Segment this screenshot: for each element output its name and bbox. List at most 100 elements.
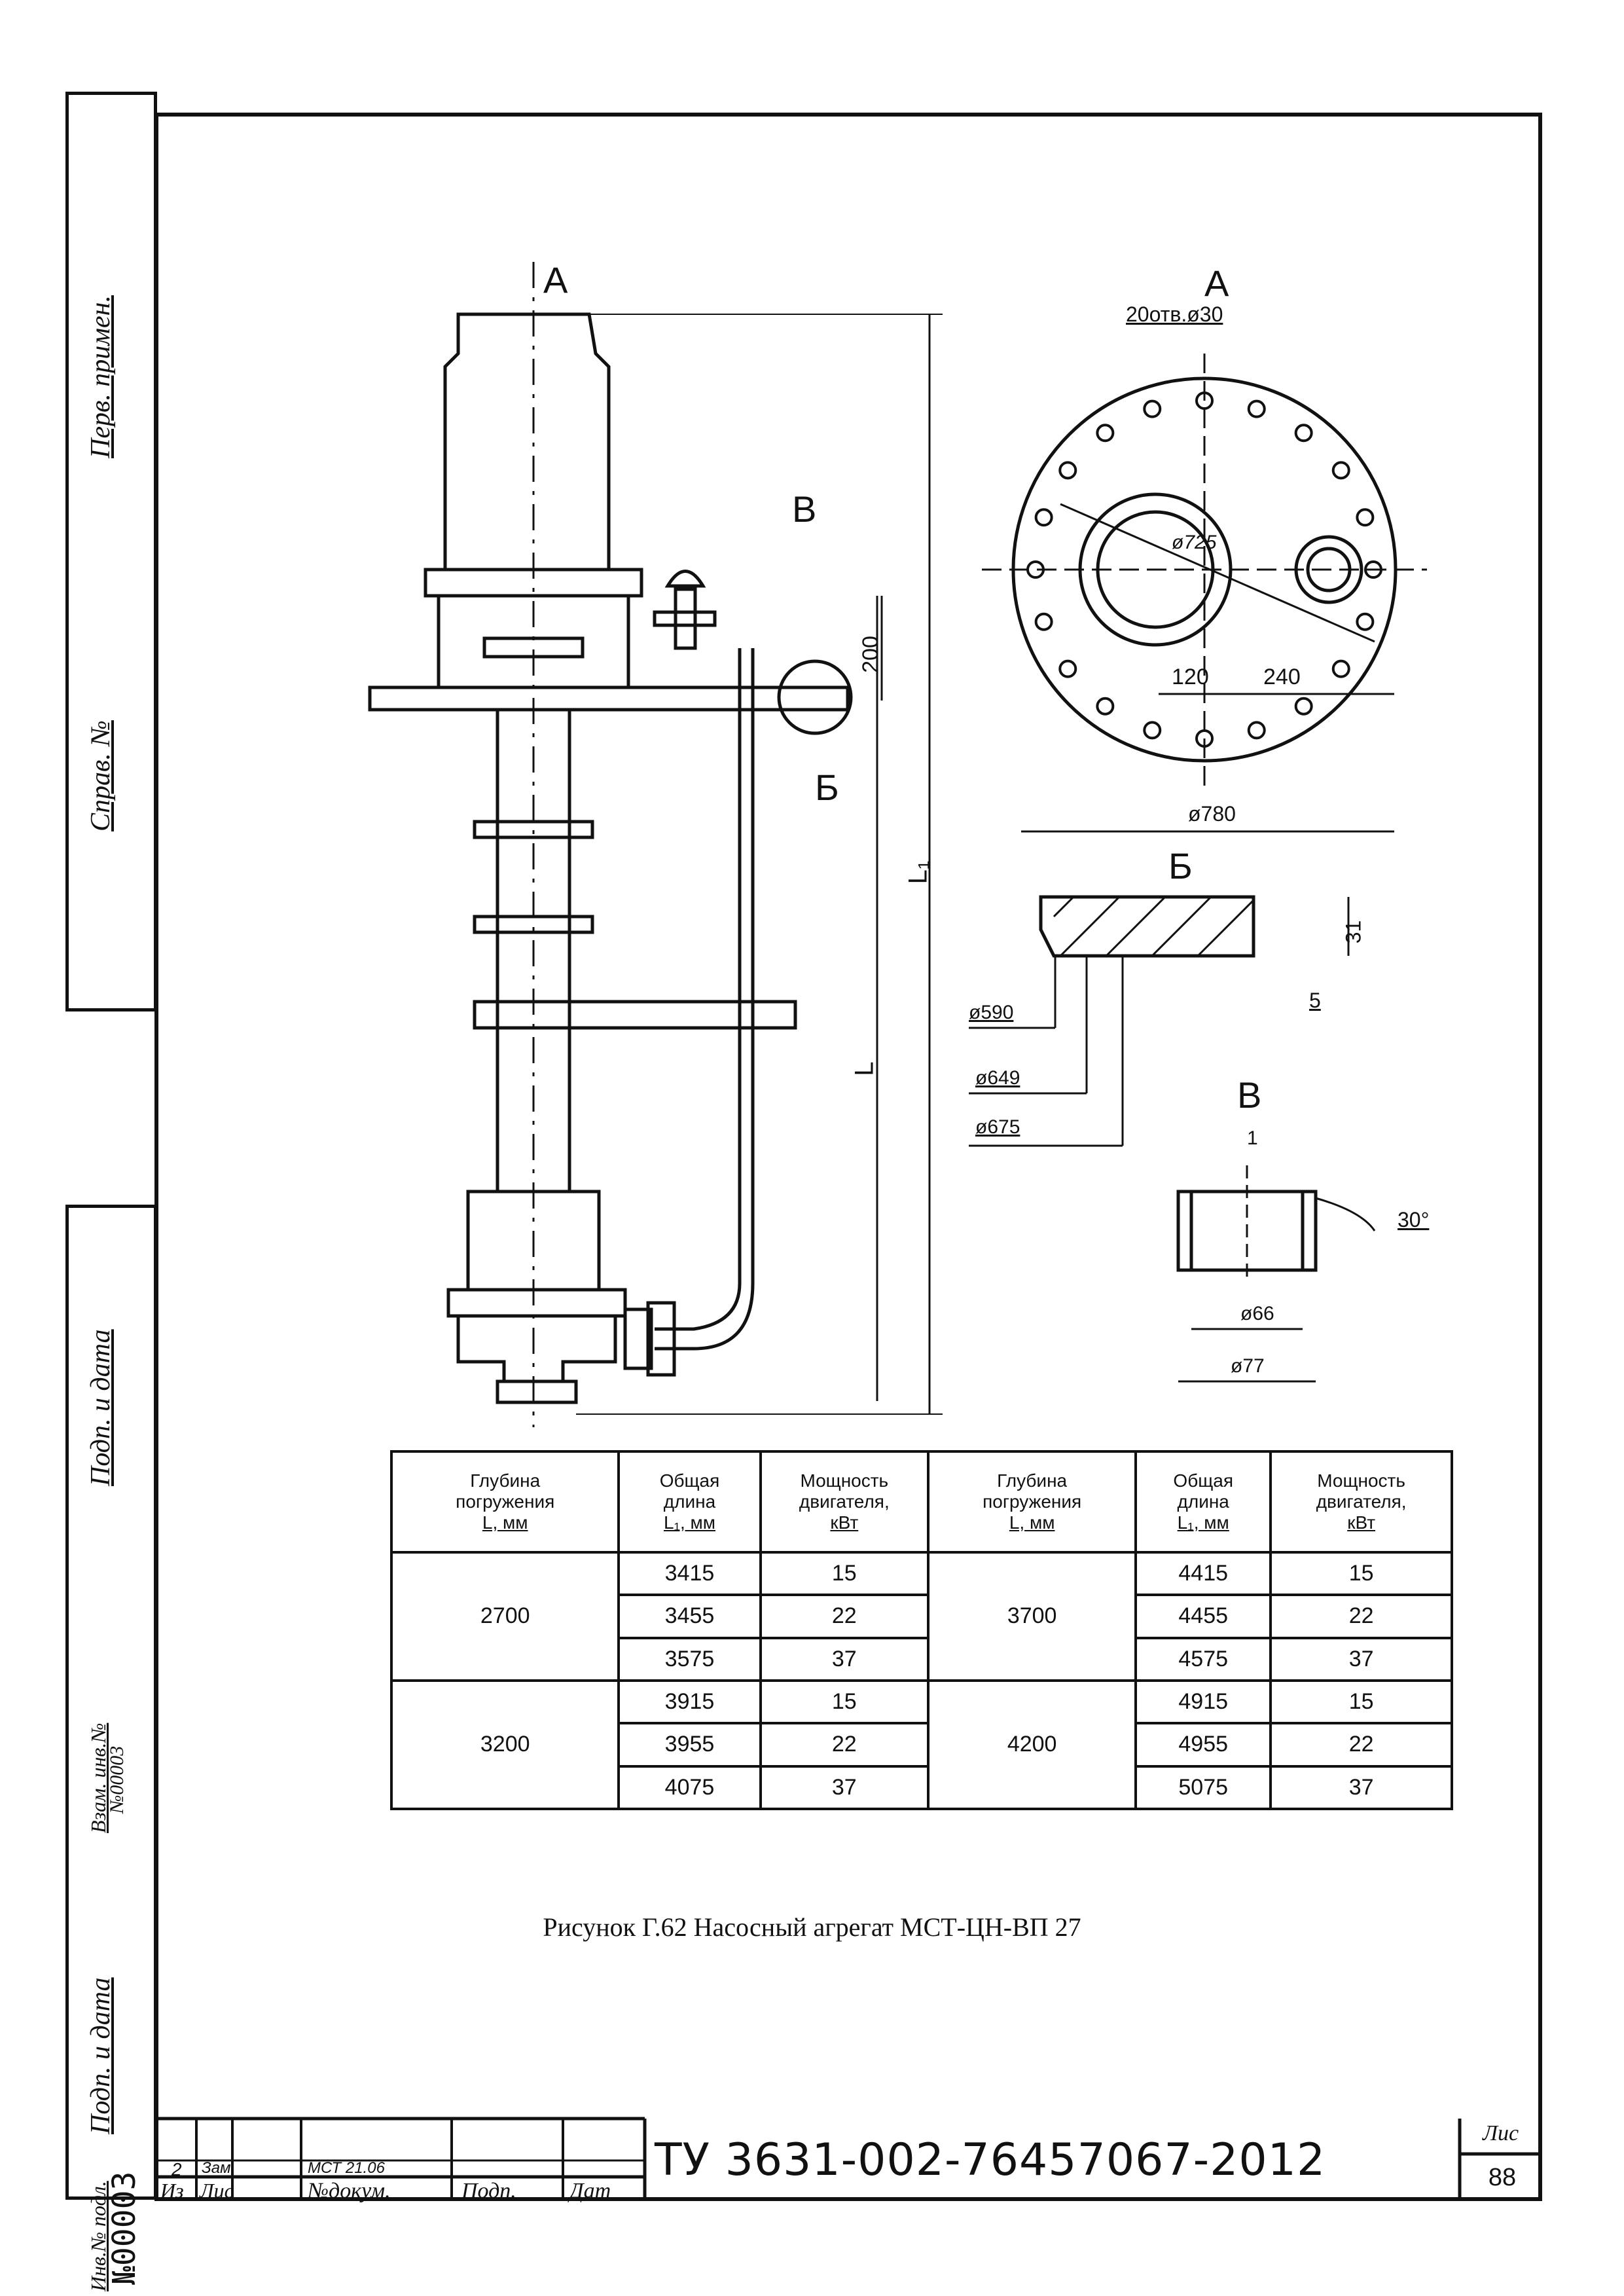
bolt-hole (1034, 612, 1053, 631)
dim-200-label: 200 (857, 636, 883, 673)
power-cell: 22 (1269, 1722, 1453, 1768)
callout-v-label: В (792, 488, 817, 530)
length-cell: 4455 (1134, 1594, 1272, 1639)
detail-b-title: Б (1168, 845, 1193, 886)
bolt-hole (1143, 721, 1162, 740)
bolt-hole (1195, 392, 1214, 410)
power-cell: 37 (759, 1636, 930, 1682)
bolt-hole (1058, 659, 1077, 678)
d649-label: ø649 (975, 1067, 1020, 1089)
valve-cap (664, 570, 706, 588)
bolt-holes (1026, 392, 1382, 748)
table-row: 4075 37 5075 37 (391, 1764, 1453, 1811)
depth-cell: 3200 (389, 1679, 621, 1811)
bolt-hole (1356, 612, 1375, 631)
power-cell: 37 (1269, 1636, 1453, 1682)
length-cell: 4075 (617, 1764, 762, 1811)
bolt-hole (1247, 399, 1266, 418)
dim-120-label: 120 (1172, 665, 1209, 689)
detail-b-circle (777, 659, 853, 735)
hatch-3 (1105, 896, 1166, 957)
table-row: 3575 37 4575 37 (391, 1636, 1453, 1682)
length-cell: 3955 (617, 1722, 762, 1768)
power-cell: 22 (1269, 1594, 1453, 1639)
motor-body (443, 312, 611, 572)
d725-label: ø725 (1172, 532, 1217, 553)
bolt-hole (1096, 424, 1115, 443)
length-cell: 4955 (1134, 1722, 1272, 1768)
d675-label: ø675 (975, 1116, 1020, 1138)
bolt-hole (1356, 508, 1375, 527)
power-cell: 37 (1269, 1764, 1453, 1811)
column-support-bar (473, 1000, 797, 1030)
view-a-title: А (1204, 263, 1229, 304)
column-flange-1 (473, 820, 594, 839)
margin-col-narrow-top (65, 92, 92, 1011)
bolt-hole (1364, 560, 1382, 579)
stamp-izm-value: 2 (171, 2159, 182, 2179)
table-row: 3455 22 4455 22 (391, 1594, 1453, 1639)
power-cell: 15 (1269, 1679, 1453, 1725)
view-a-diameter-line (1060, 503, 1375, 643)
hatch-4 (1151, 896, 1212, 957)
stamp-doc-value: МСТ 21.06 (308, 2159, 385, 2177)
bolt-hole (1026, 560, 1045, 579)
hatch-1 (1053, 896, 1075, 918)
stamp-ndokum-label: №докум. (308, 2179, 391, 2203)
bolt-hole (1294, 424, 1313, 443)
sheet-number: 88 (1488, 2164, 1517, 2191)
detail-v (1176, 1165, 1376, 1383)
callout-b-label: Б (815, 767, 839, 808)
table-row: 2700 3415 15 3700 4415 15 (389, 1550, 1453, 1682)
dim-1-label: 1 (1247, 1127, 1258, 1149)
d77-label: ø77 (1231, 1355, 1265, 1377)
pump-volute (456, 1314, 617, 1383)
pump-inlet (496, 1379, 578, 1404)
dim-5-label: 5 (1309, 989, 1321, 1012)
stamp-list-label: Лис (200, 2179, 234, 2202)
sheet-label: Лис (1483, 2121, 1519, 2145)
detail-v-angle-arc (1315, 1197, 1376, 1231)
power-cell: 22 (759, 1722, 930, 1768)
length-cell: 3455 (617, 1594, 762, 1639)
length-cell: 5075 (1134, 1764, 1272, 1811)
view-a-flange (982, 354, 1427, 833)
mounting-plate (368, 685, 850, 712)
table-row: 3955 22 4955 22 (391, 1722, 1453, 1768)
length-cell: 3575 (617, 1636, 762, 1682)
angle-30-label: 30° (1398, 1208, 1430, 1231)
bolt-hole (1058, 461, 1077, 480)
d66-label: ø66 (1240, 1303, 1274, 1324)
depth-cell: 4200 (927, 1679, 1138, 1811)
figure-caption: Рисунок Г.62 Насосный агрегат МСТ-ЦН-ВП … (543, 1912, 1081, 1942)
document-code: ТУ 3631-002-76457067-2012 (655, 2134, 1326, 2186)
dim-L-label: L (850, 1061, 879, 1076)
valve-flange (653, 610, 717, 627)
table-row: 3200 3915 15 4200 4915 15 (389, 1679, 1453, 1811)
depth-cell: 3700 (927, 1551, 1138, 1682)
stamp-podp-label: Подп. (461, 2179, 516, 2203)
length-cell: 4415 (1134, 1550, 1272, 1597)
pump-flange (446, 1288, 627, 1318)
outlet-flange-2 (623, 1307, 653, 1370)
dim-L1-label: L₁ (903, 860, 933, 884)
length-cell: 4915 (1134, 1679, 1272, 1725)
power-cell: 37 (759, 1764, 930, 1811)
power-cell: 22 (759, 1594, 930, 1639)
power-cell: 15 (1269, 1550, 1453, 1597)
detail-b (969, 895, 1350, 1147)
elbow-inner (655, 1283, 742, 1331)
bolt-hole (1096, 697, 1115, 716)
length-cell: 3915 (617, 1679, 762, 1725)
stamp-izm-label: Из (160, 2179, 184, 2202)
holes-label: 20отв.ø30 (1126, 302, 1223, 326)
bolt-hole (1034, 508, 1053, 527)
